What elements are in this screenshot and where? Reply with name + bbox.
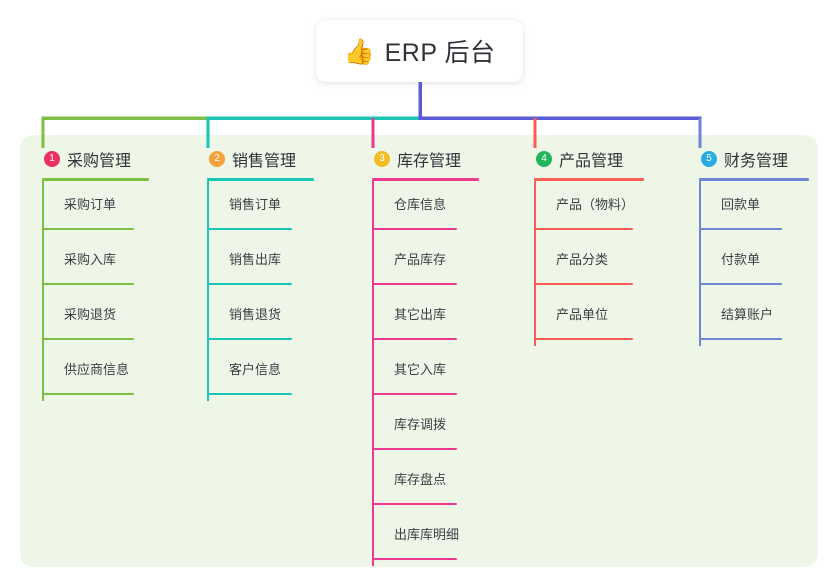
list-item-underline xyxy=(372,448,457,450)
column-spine xyxy=(534,181,536,346)
list-item-label: 采购入库 xyxy=(64,252,117,267)
list-item-underline xyxy=(42,338,134,340)
list-item-label: 产品库存 xyxy=(394,252,447,267)
list-item-underline xyxy=(42,393,134,395)
list-item-underline xyxy=(534,283,633,285)
column-spine xyxy=(699,181,701,346)
column-spine xyxy=(207,181,209,401)
column-number-badge: 3 xyxy=(374,151,390,167)
column-header-4[interactable]: 4 产品管理 xyxy=(532,146,623,172)
column-title: 销售管理 xyxy=(232,153,297,170)
column-number-badge: 1 xyxy=(44,151,60,167)
list-item-label: 其它入库 xyxy=(394,362,447,377)
column-header-underline xyxy=(699,178,809,181)
list-item-underline xyxy=(372,338,457,340)
column-title: 产品管理 xyxy=(559,153,624,170)
list-item-label: 产品（物料） xyxy=(556,197,635,212)
list-item-underline xyxy=(372,228,457,230)
column-header-5[interactable]: 5 财务管理 xyxy=(697,146,788,172)
list-item-label: 产品分类 xyxy=(556,252,609,267)
list-item-underline xyxy=(42,228,134,230)
column-number-badge: 4 xyxy=(536,151,552,167)
column-4: 4 产品管理产品（物料） 产品分类产品单位 xyxy=(532,146,644,346)
list-item-underline xyxy=(534,338,633,340)
list-item-label: 仓库信息 xyxy=(394,197,447,212)
column-title: 采购管理 xyxy=(67,153,132,170)
list-item-label: 供应商信息 xyxy=(64,362,130,377)
list-item-label: 客户信息 xyxy=(229,362,282,377)
list-item-label: 回款单 xyxy=(721,197,761,212)
column-header-2[interactable]: 2 销售管理 xyxy=(205,146,296,172)
column-title: 财务管理 xyxy=(724,153,789,170)
list-item-label: 其它出库 xyxy=(394,307,447,322)
list-item-label: 库存调拨 xyxy=(394,417,447,432)
list-item-label: 库存盘点 xyxy=(394,472,447,487)
list-item-label: 销售出库 xyxy=(229,252,282,267)
list-item-label: 付款单 xyxy=(721,252,761,267)
column-3: 3 库存管理仓库信息产品库存其它出库其它入库库存调拨库存盘点出库库明细 xyxy=(370,146,479,566)
list-item-underline xyxy=(42,283,134,285)
list-item-underline xyxy=(699,283,782,285)
list-item-label: 采购订单 xyxy=(64,197,117,212)
thumbs-up-icon: 👍 xyxy=(343,36,375,66)
list-item-underline xyxy=(207,283,292,285)
column-header-underline xyxy=(42,178,149,181)
list-item-underline xyxy=(699,228,782,230)
list-item-label: 产品单位 xyxy=(556,307,609,322)
column-header-underline xyxy=(372,178,479,181)
column-spine xyxy=(372,181,374,566)
list-item-underline xyxy=(207,338,292,340)
column-spine xyxy=(42,181,44,401)
list-item-underline xyxy=(372,283,457,285)
column-header-underline xyxy=(207,178,314,181)
column-number-badge: 2 xyxy=(209,151,225,167)
list-item-label: 销售订单 xyxy=(229,197,282,212)
root-node-card[interactable]: 👍 ERP 后台 xyxy=(316,20,523,82)
column-header-3[interactable]: 3 库存管理 xyxy=(370,146,461,172)
column-header-1[interactable]: 1 采购管理 xyxy=(40,146,131,172)
column-2: 2 销售管理销售订单销售出库销售退货客户信息 xyxy=(205,146,314,401)
list-item-underline xyxy=(372,393,457,395)
list-item-underline xyxy=(207,228,292,230)
diagram-panel xyxy=(20,135,818,567)
list-item-underline xyxy=(372,558,457,560)
list-item-label: 结算账户 xyxy=(721,307,774,322)
column-title: 库存管理 xyxy=(397,153,462,170)
column-5: 5 财务管理回款单付款单结算账户 xyxy=(697,146,809,346)
root-node-title: ERP 后台 xyxy=(384,39,496,67)
column-1: 1 采购管理采购订单采购入库采购退货供应商信息 xyxy=(40,146,149,401)
list-item-label: 采购退货 xyxy=(64,307,117,322)
list-item-label: 销售退货 xyxy=(229,307,282,322)
list-item-underline xyxy=(534,228,633,230)
column-header-underline xyxy=(534,178,644,181)
list-item-underline xyxy=(372,503,457,505)
list-item-underline xyxy=(207,393,292,395)
column-number-badge: 5 xyxy=(701,151,717,167)
list-item-underline xyxy=(699,338,782,340)
list-item-label: 出库库明细 xyxy=(394,527,460,542)
